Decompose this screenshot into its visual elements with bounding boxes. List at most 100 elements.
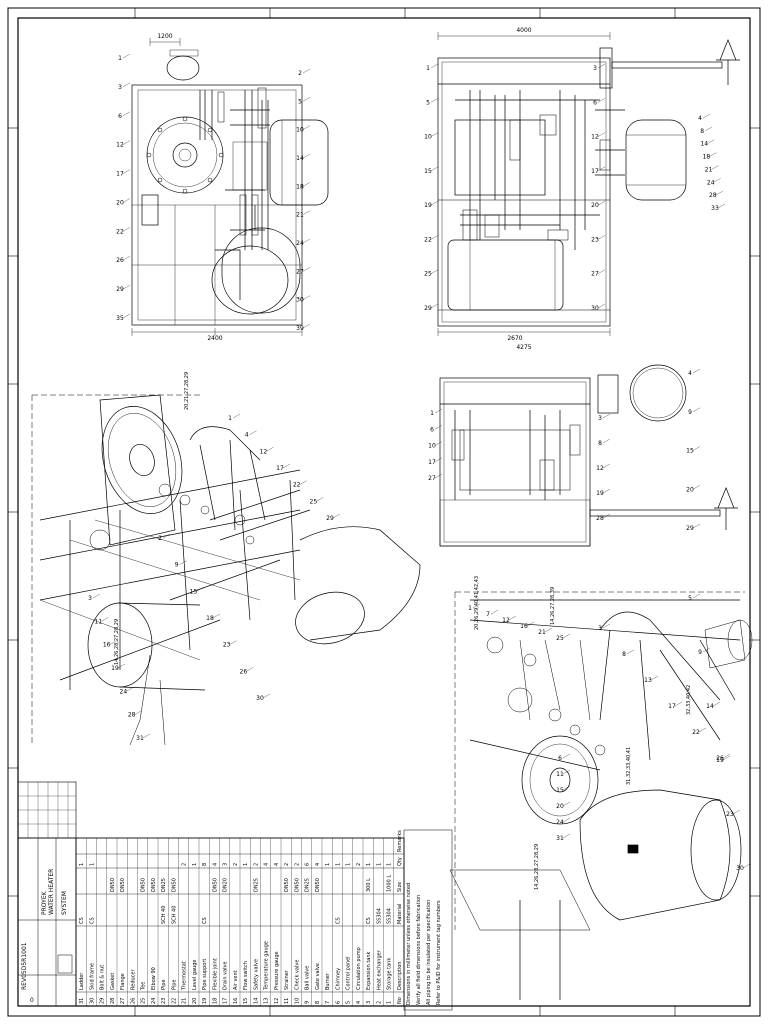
bom-cell: DN25 [253,878,259,892]
top-balloon: 22 [116,228,124,235]
bom-cell: 9 [305,1001,311,1004]
end-balloon: 19 [596,490,604,497]
iso-left-balloon: 18 [206,615,214,622]
bom-cell: 17 [223,998,229,1004]
side-balloon: 21 [705,166,713,173]
iso-right-balloon: 19 [716,757,724,764]
top-balloon: 26 [116,257,124,264]
end-balloon: 8 [598,440,602,447]
bom-cell: CS [79,917,85,924]
bom-cell: Control panel [346,956,352,990]
end-balloon: 10 [428,443,436,450]
iso-right-balloon: 11 [556,771,564,778]
iso-left-balloon: 12 [260,448,268,455]
bom-cell: DN20 [223,878,229,892]
side-balloon: 30 [591,305,599,312]
title-line-0: PROYEK [41,890,48,915]
bom-cell: 1 [387,1001,393,1004]
bom-cell: Flow switch [243,961,249,990]
iso-left-balloon: 31 [136,735,144,742]
bom-cell: CS [335,917,341,924]
iso-left-balloon: 29 [326,515,334,522]
bill-of-materials: NoDescriptionMaterialSizeQtyRemarks1Stor… [75,830,405,1007]
iso-left-balloon: 30 [256,695,264,702]
bom-cell: Tee [141,982,147,991]
bom-cell: 11 [284,998,290,1004]
end-balloon: 17 [428,459,436,466]
bom-cell: 12 [274,998,280,1004]
bom-cell: Thermostat [182,961,188,991]
iso-left-balloon: 28 [128,712,136,719]
bom-cell: 2 [294,863,300,866]
bom-cell: 24 [151,998,157,1004]
bom-cell: 29 [100,998,106,1004]
iso-right-callout: 32,33,40,42 [686,685,692,715]
end-balloon: 27 [428,475,436,482]
top-balloon: 35 [116,315,124,322]
iso-right-balloon: 24 [556,819,564,826]
bom-cell: Pipe [161,979,167,990]
bom-cell: DN50 [110,878,116,892]
side-balloon: 15 [424,168,432,175]
bom-cell: Bolt & nut [100,965,106,990]
bom-cell: 2 [253,863,259,866]
top-balloon: 14 [296,155,304,162]
iso-right-balloon: 22 [692,729,700,736]
side-balloon: 23 [591,236,599,243]
top-balloon: 18 [296,183,304,190]
side-balloon: 19 [424,202,432,209]
iso-left-balloon: 23 [223,642,231,649]
bom-cell: 8 [202,863,208,866]
bom-cell: DN50 [294,878,300,892]
side-dimension: 4275 [516,344,531,351]
view-iso-left [31,394,421,746]
bom-cell: SCH 40 [161,906,167,924]
bom-cell: Flange [120,973,126,990]
top-balloon: 39 [296,325,304,332]
bom-cell: Pressure gauge [274,951,280,990]
iso-right-balloon: 26 [716,755,724,762]
title-block: REV05D5R1001 0 PROYEK WATER HEATER SYSTE… [17,781,77,1007]
note-line-2: All piping to be insulated per specifica… [426,900,432,1005]
iso-right-balloon: 23 [726,811,734,818]
bom-header-cell: Remarks [397,830,403,852]
bom-header-cell: Qty [397,857,403,866]
note-line-1: Verify all field dimensions before fabri… [416,895,422,1005]
bom-cell: 7 [325,1001,331,1004]
iso-right-balloon: 31 [556,835,564,842]
bom-cell: Flexible joint [212,958,218,990]
iso-right-balloon: 8 [622,651,626,658]
bom-cell: 20 [192,998,198,1004]
side-balloon: 24 [707,179,715,186]
bom-header-cell: Size [397,882,403,892]
side-balloon: 18 [703,154,711,161]
iso-right-callout: 20,26,29,40,41,42,43 [474,576,480,630]
bom-cell: Reducer [130,969,136,990]
title-line-1: WATER HEATER [48,869,55,915]
side-balloon: 5 [426,99,430,106]
top-balloon: 29 [116,286,124,293]
top-balloon: 5 [298,98,302,105]
bom-cell: 1 [346,863,352,866]
iso-left-balloon: 11 [95,618,103,625]
iso-left-balloon: 1 [228,415,232,422]
bom-cell: Pipe [171,979,177,990]
bom-cell: 1 [192,863,198,866]
iso-right-callout: 14,26,27,28,39 [550,587,556,625]
bom-cell: Level gauge [192,960,198,990]
iso-right-balloon: 7 [486,611,490,618]
iso-right-balloon: 21 [538,629,546,636]
iso-right-balloon: 12 [502,617,510,624]
company-logo [57,954,73,974]
bom-cell: 18 [212,998,218,1004]
view-top-plan [131,38,329,336]
bom-cell: 4 [315,863,321,866]
note-line-3: Refer to P&ID for instrument tag numbers [436,900,442,1005]
iso-right-balloon: 3 [598,625,602,632]
top-balloon: 3 [118,84,122,91]
bom-cell: 300 L [366,878,372,892]
side-balloon: 12 [591,134,599,141]
bom-cell: 4 [264,863,270,866]
title-line-2: SYSTEM [61,891,68,915]
